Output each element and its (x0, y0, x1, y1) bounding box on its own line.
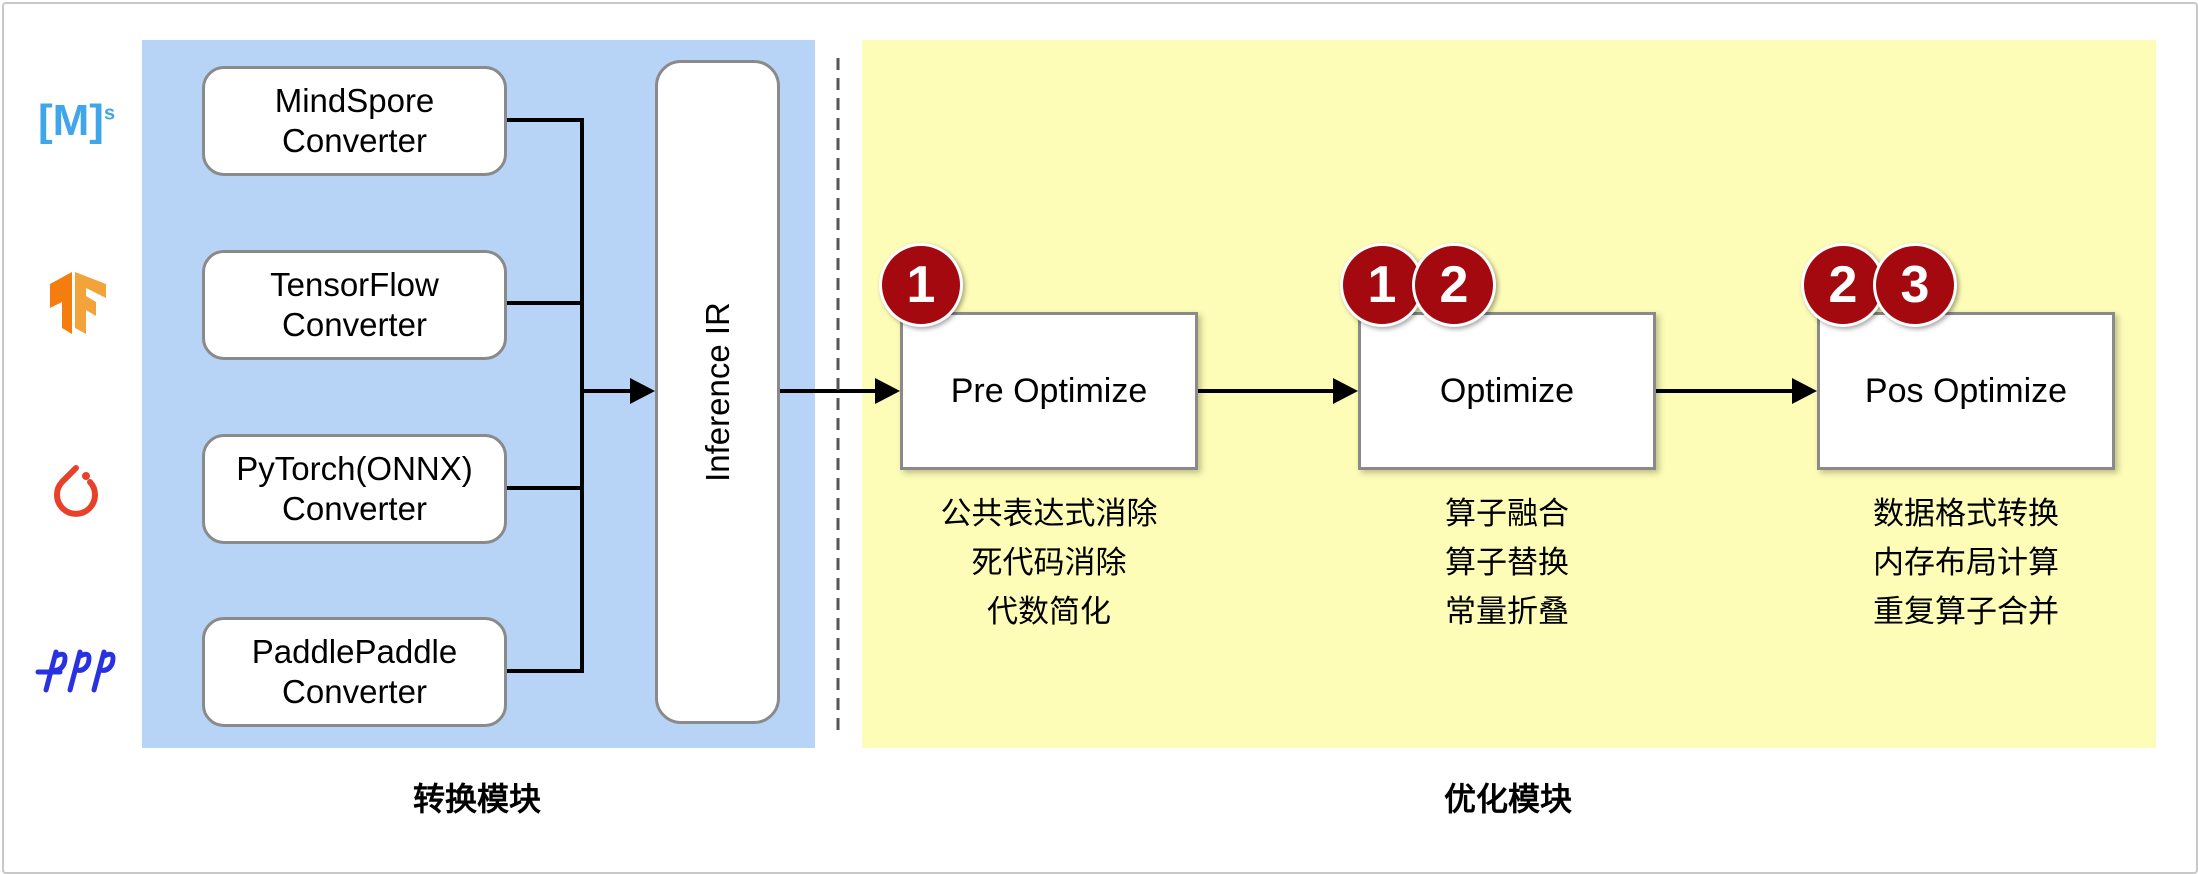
arrow-preopt-to-opt-head (1333, 378, 1358, 404)
description-line: 算子替换 (1445, 545, 1569, 581)
pre-optimize-box: Pre Optimize (900, 312, 1198, 470)
step-badge: 1 (1340, 243, 1424, 327)
converter-subtitle: Converter (282, 490, 427, 527)
optimize-label: Optimize (1439, 371, 1575, 410)
converter-pytorch: PyTorch(ONNX) Converter (202, 434, 507, 544)
converter-title: MindSpore (274, 82, 435, 119)
description-line: 死代码消除 (971, 545, 1127, 581)
pre-optimize-description: 公共表达式消除 死代码消除 代数简化 (899, 490, 1199, 637)
pos-optimize-description: 数据格式转换 内存布局计算 重复算子合并 (1816, 490, 2116, 637)
mindspore-logo-icon: [M]s (38, 96, 116, 145)
pos-optimize-box: Pos Optimize (1817, 312, 2115, 470)
step-badge: 3 (1873, 243, 1957, 327)
description-line: 公共表达式消除 (940, 496, 1158, 532)
pre-optimize-label: Pre Optimize (950, 371, 1148, 410)
step-badge: 1 (879, 243, 963, 327)
description-line: 重复算子合并 (1873, 594, 2059, 630)
pytorch-logo-icon (54, 465, 98, 517)
arrow-ir-to-preopt-head (875, 378, 900, 404)
converter-subtitle: Converter (282, 673, 427, 710)
conversion-section-label: 转换模块 (412, 780, 541, 818)
description-line: 内存布局计算 (1873, 545, 2059, 581)
description-line: 数据格式转换 (1873, 496, 2059, 532)
inference-ir-label: Inference IR (698, 302, 736, 482)
inference-ir-block: Inference IR (655, 60, 780, 724)
tensorflow-logo-icon (50, 272, 106, 334)
description-line: 代数简化 (987, 594, 1111, 630)
converter-title: PyTorch(ONNX) (236, 450, 473, 487)
converter-mindspore: MindSpore Converter (202, 66, 507, 176)
step-badge: 2 (1801, 243, 1885, 327)
paddlepaddle-logo-icon (35, 649, 116, 693)
optimize-description: 算子融合 算子替换 常量折叠 (1357, 490, 1657, 637)
step-badge: 2 (1412, 243, 1496, 327)
converter-subtitle: Converter (282, 122, 427, 159)
description-line: 算子融合 (1445, 496, 1569, 532)
converter-paddlepaddle: PaddlePaddle Converter (202, 617, 507, 727)
converter-title: TensorFlow (270, 266, 439, 303)
description-line: 常量折叠 (1445, 594, 1569, 630)
converter-title: PaddlePaddle (251, 633, 458, 670)
arrow-opt-to-posopt-head (1792, 378, 1817, 404)
converter-tensorflow: TensorFlow Converter (202, 250, 507, 360)
optimization-section-label: 优化模块 (1443, 780, 1572, 818)
converter-subtitle: Converter (282, 306, 427, 343)
pos-optimize-label: Pos Optimize (1864, 371, 2068, 410)
arrow-to-ir-head (630, 378, 655, 404)
optimize-box: Optimize (1358, 312, 1656, 470)
